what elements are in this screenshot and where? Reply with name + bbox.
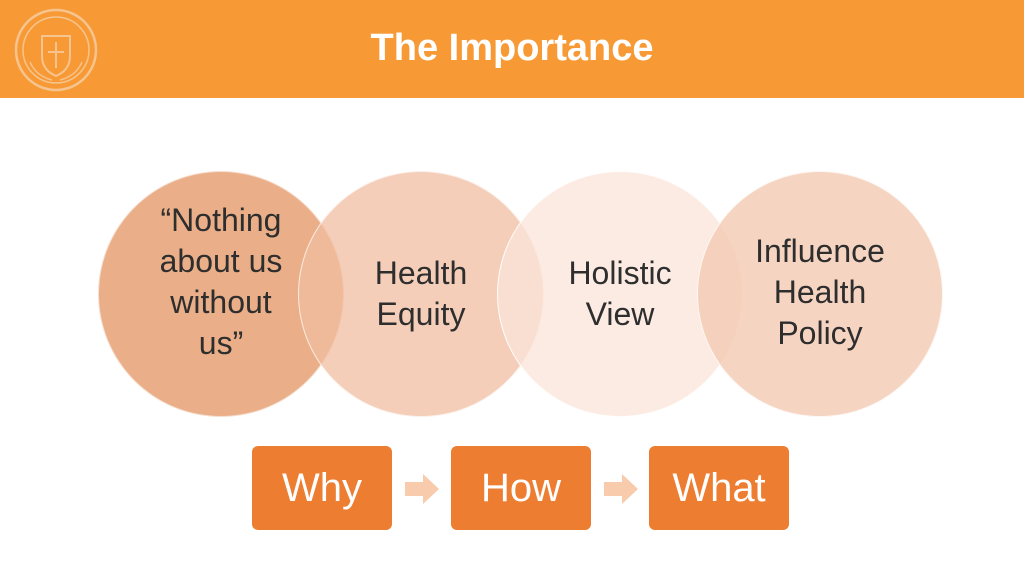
circle-label: Holistic View [568,255,672,332]
title-bar: The Importance [0,0,1024,98]
arrow-right-icon [604,474,638,504]
circle-label: Health Equity [374,255,468,332]
step-what: What [649,446,789,530]
circle-label: “Nothing about us without us” [159,202,283,361]
step-how: How [451,446,591,530]
arrow-right-icon [405,474,439,504]
circle-influence-health-policy: Influence Health Policy [697,171,943,417]
circle-label: Influence Health Policy [755,232,885,351]
circle-nothing-about-us: “Nothing about us without us” [98,171,344,417]
seal-logo-icon [14,8,98,92]
step-why: Why [252,446,392,530]
page-title: The Importance [370,27,654,69]
